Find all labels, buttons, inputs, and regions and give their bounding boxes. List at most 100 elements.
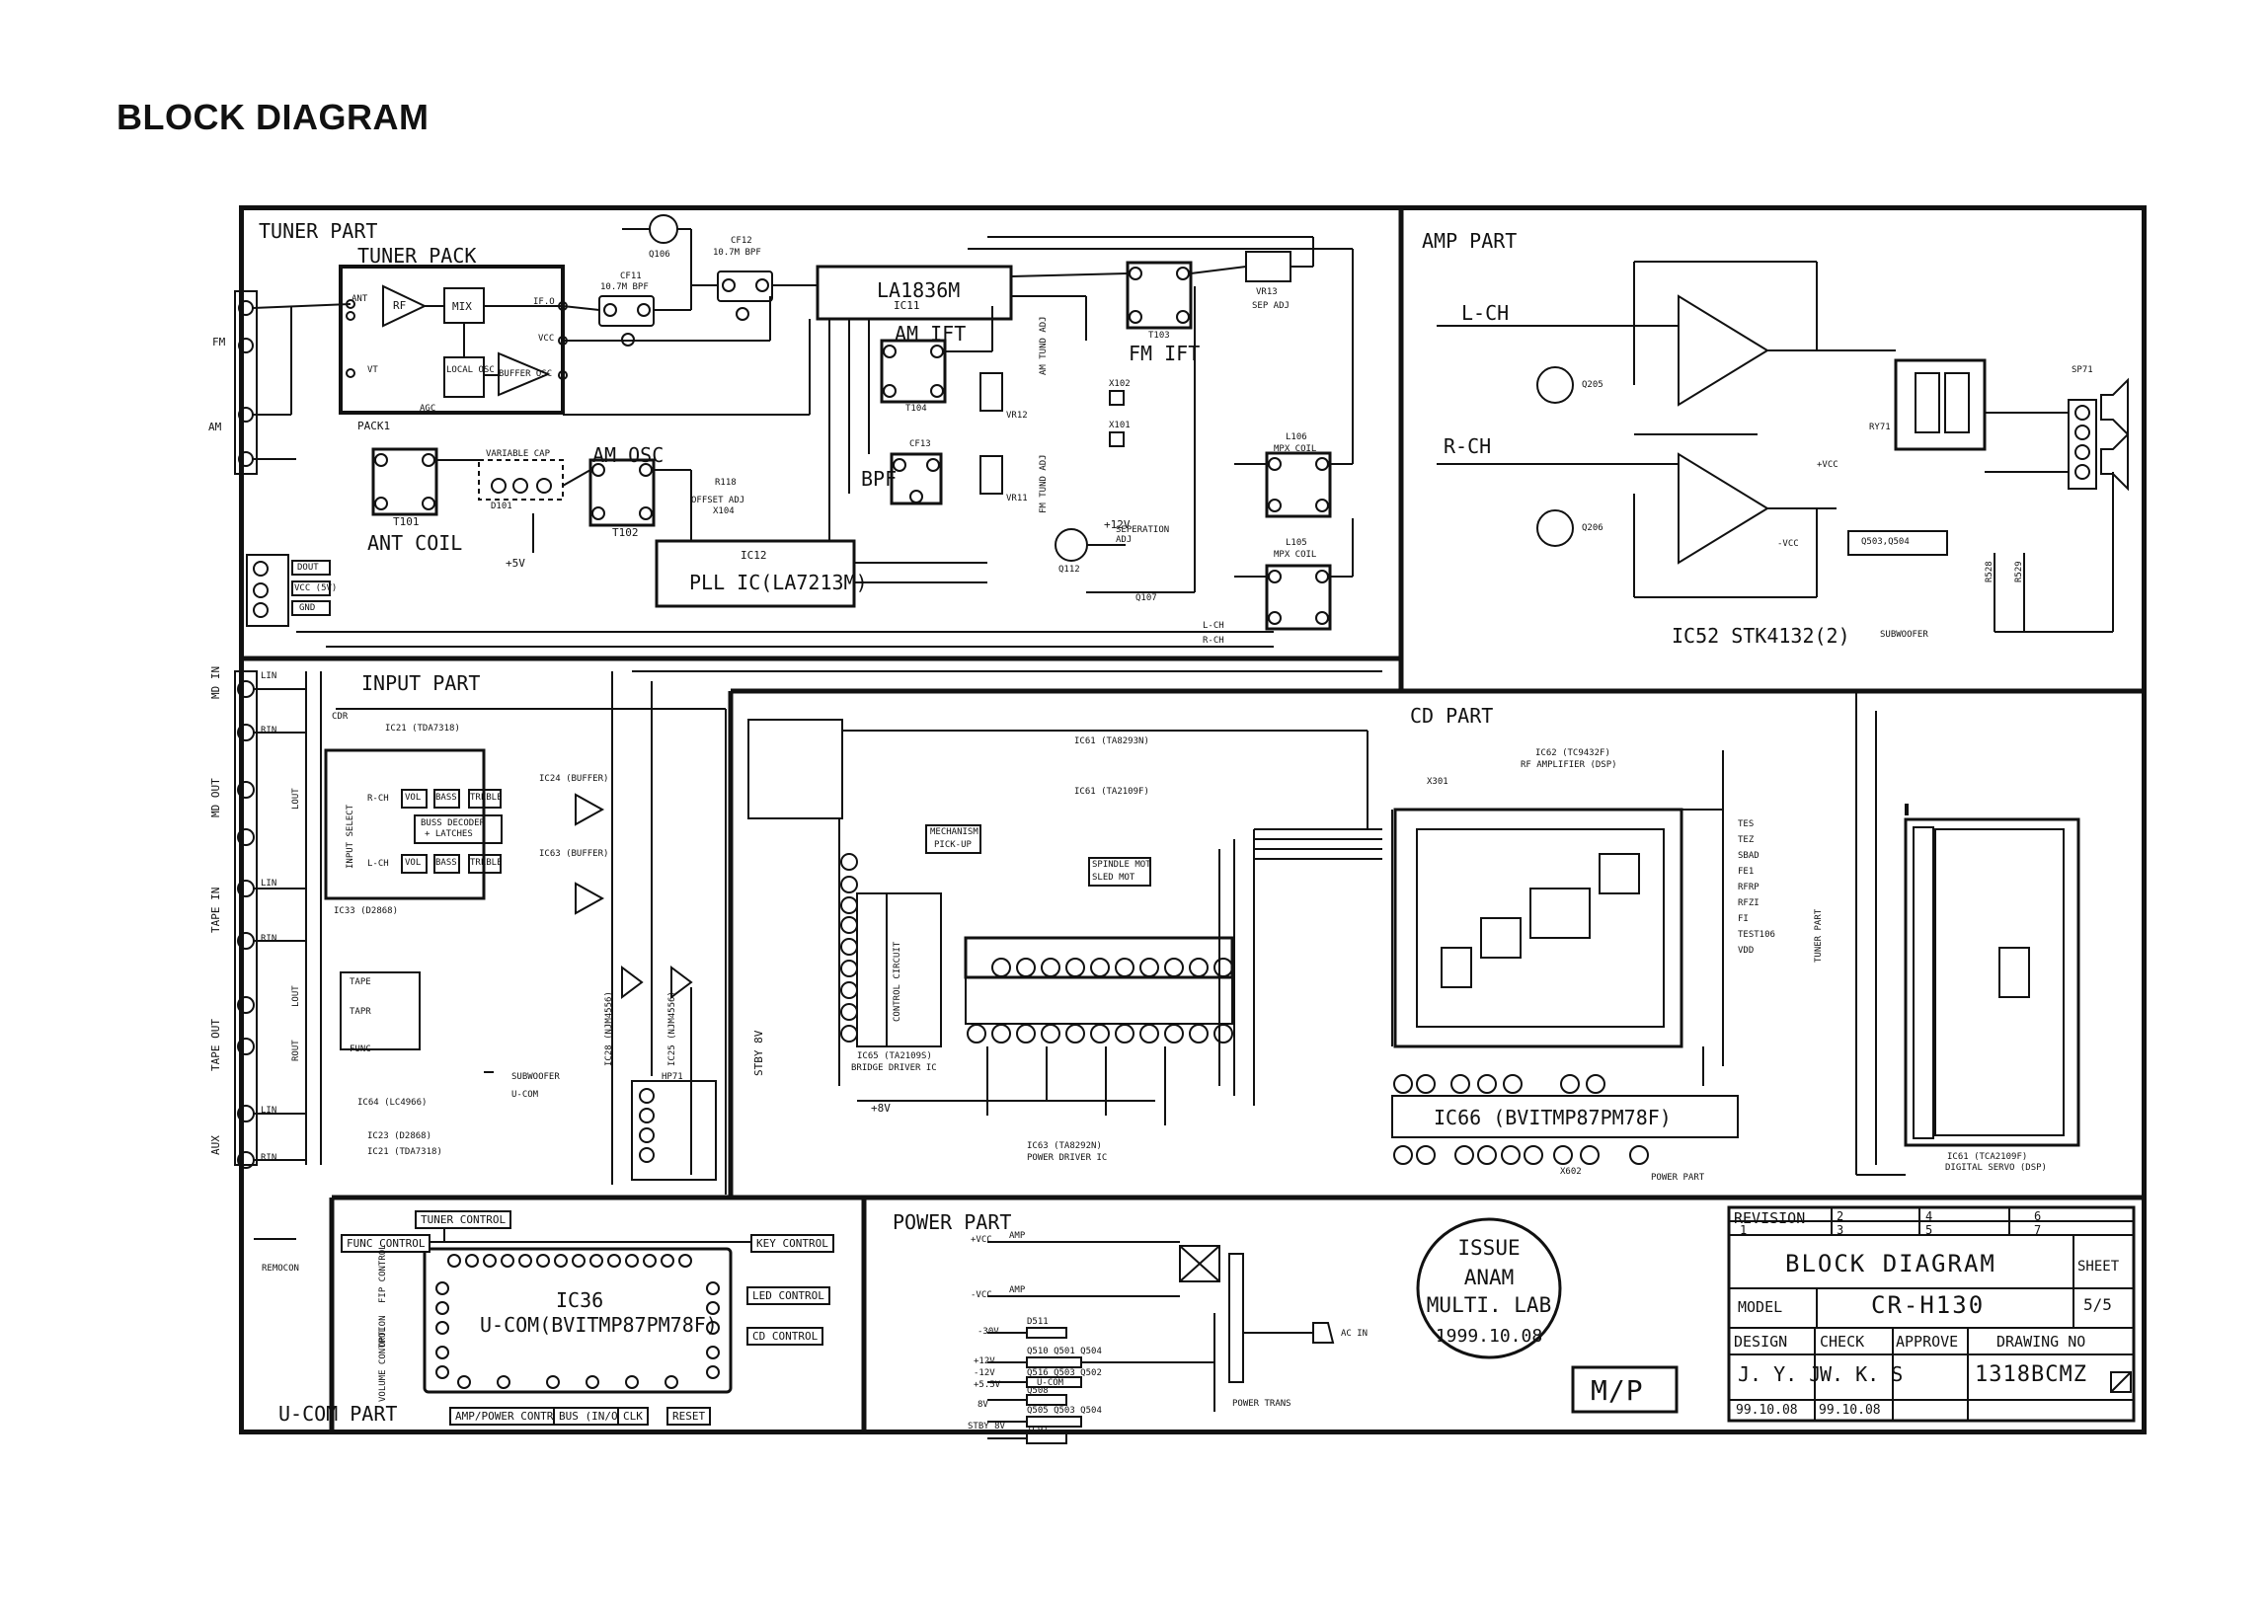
- ic36-name-label: U-COM(BVITMP87PM78F): [480, 1313, 718, 1337]
- am-ift-label: AM IFT: [895, 322, 967, 346]
- pll-ic-label: PLL IC(LA7213M): [689, 571, 868, 594]
- treble-r-label: TREBLE: [470, 793, 503, 803]
- t103-label: T103: [1148, 331, 1170, 341]
- ic21-tda7318-box: [324, 748, 486, 900]
- tape-out-label: TAPE OUT: [209, 1019, 222, 1071]
- power-minus-vcc: -VCC: [971, 1290, 992, 1300]
- stby8v-label: STBY 8V: [752, 1030, 765, 1076]
- tb-sheet-value: 5/5: [2083, 1295, 2112, 1314]
- aux-rin-label: RIN: [261, 1153, 277, 1163]
- bpf-label: BPF: [861, 467, 898, 491]
- ic65-pins: [840, 853, 858, 1043]
- spindle-mot-label: SPINDLE MOT: [1092, 860, 1151, 870]
- tuner-part-title: TUNER PART: [259, 219, 378, 243]
- cd-ic-list-1: IC61 (TA8293N): [1074, 736, 1149, 746]
- ry71-label: RY71: [1869, 423, 1891, 432]
- tb-revision-label: REVISION: [1734, 1209, 1806, 1227]
- variable-cap-box: [478, 459, 564, 501]
- tb-drawing-no-label: DRAWING NO: [1996, 1333, 2086, 1351]
- ant-label: ANT: [352, 294, 368, 304]
- tape-in-label: TAPE IN: [209, 887, 222, 933]
- tb-model-label: MODEL: [1738, 1298, 1783, 1316]
- fe-pin-fe1: FE1: [1738, 867, 1755, 877]
- q106-label: Q106: [649, 250, 670, 260]
- tb-checker: W. K. S: [1820, 1362, 1904, 1386]
- amp-l-triangle: [1678, 294, 1769, 407]
- title-block: [1727, 1205, 2136, 1423]
- treble-l-label: TREBLE: [470, 858, 503, 868]
- tb-approve-label: APPROVE: [1896, 1333, 1959, 1351]
- rf-amplifier-label: RF AMPLIFIER (DSP): [1521, 760, 1617, 770]
- power-ucom-label: U-COM: [1037, 1378, 1064, 1388]
- tb-rev-1: 1: [1740, 1223, 1748, 1237]
- x301-label: X301: [1427, 777, 1448, 787]
- stamp-company: ANAM: [1463, 1266, 1515, 1289]
- fe-pin-tez: TEZ: [1738, 835, 1755, 845]
- digital-servo-label: DIGITAL SERVO (DSP): [1945, 1163, 2047, 1173]
- tb-design-label: DESIGN: [1734, 1333, 1788, 1351]
- ic21b-label: IC21 (TDA7318): [367, 1147, 442, 1157]
- local-osc-label: LOCAL OSC: [446, 365, 495, 375]
- hp71-label: HP71: [662, 1072, 683, 1082]
- ic36-pins: [435, 1254, 720, 1389]
- tb-sheet-label: SHEET: [2077, 1259, 2120, 1275]
- ic66-box: [1391, 1095, 1739, 1138]
- power-rail-2: Q516 Q503 Q502: [1027, 1368, 1102, 1378]
- power-minus-12v: -12V: [974, 1368, 995, 1378]
- am-label: AM: [208, 421, 222, 433]
- bridge-rectifier: [1179, 1245, 1220, 1282]
- key-control-box: KEY CONTROL: [750, 1234, 834, 1253]
- func-label: FUNC: [350, 1044, 371, 1054]
- vol-r-box: [401, 789, 428, 809]
- amp-rch-label: R-CH: [1444, 434, 1492, 458]
- tb-design-date: 99.10.08: [1736, 1403, 1798, 1418]
- l105-name: MPX COIL: [1274, 550, 1317, 560]
- cdr-label: CDR: [332, 712, 349, 722]
- clk-box: CLK: [617, 1407, 649, 1426]
- am-ift-box: [880, 339, 947, 404]
- ic62-label: IC62 (TC9432F): [1535, 748, 1610, 758]
- tb-rev-3: 3: [1837, 1223, 1844, 1237]
- x104-label: X104: [713, 506, 735, 516]
- md-in-label: MD IN: [209, 665, 222, 699]
- amp-subwoofer-label: SUBWOOFER: [1880, 630, 1928, 640]
- plus8v-label: +8V: [871, 1102, 891, 1115]
- stamp-issue: ISSUE: [1457, 1236, 1521, 1260]
- t101-label: T101: [393, 515, 420, 528]
- vcc5v-label: VCC (5V): [294, 583, 338, 593]
- ucom-part-title: U-COM PART: [278, 1402, 398, 1426]
- ic25-label: IC25 (NJM4556): [667, 991, 677, 1066]
- cf11-label: CF11: [620, 271, 642, 281]
- transformer-core: [1228, 1253, 1244, 1383]
- am-tund-adj-label: AM TUND ADJ: [1039, 316, 1049, 375]
- power-trans-label: POWER TRANS: [1232, 1399, 1291, 1409]
- t102-label: T102: [612, 526, 639, 539]
- ic23-label: IC23 (D2868): [367, 1131, 432, 1141]
- cf11-box: [598, 295, 655, 327]
- vt-label: VT: [367, 365, 378, 375]
- fip-control-label: FIP CONTROL: [378, 1244, 388, 1303]
- buss-decoder-label: BUSS DECODER: [421, 818, 486, 828]
- r529-label: R529: [2014, 561, 2024, 582]
- power-plus-5v: +5.5V: [974, 1380, 1001, 1390]
- ic62-rf-amp-box: [1393, 808, 1683, 1048]
- l105-label: L105: [1286, 538, 1307, 548]
- vol-l-box: [401, 854, 428, 874]
- input-lch-label: L-CH: [367, 859, 389, 869]
- plus-vcc-label: +VCC: [1817, 460, 1838, 470]
- md-lin-label: LIN: [261, 671, 277, 681]
- ic66-label: IC66 (BVITMP87PM78F): [1434, 1106, 1672, 1129]
- ic63-cd-label: IC63 (TA8292N): [1027, 1141, 1102, 1151]
- amp-power-control-box: AMP/POWER CONTROL: [449, 1407, 573, 1426]
- control-circuit-label: CONTROL CIRCUIT: [893, 941, 902, 1022]
- cd-ic-list-2: IC61 (TA2109F): [1074, 787, 1149, 797]
- minus-vcc-label: -VCC: [1777, 539, 1799, 549]
- tape-rout-label: ROUT: [291, 1040, 301, 1061]
- sled-mot-label: SLED MOT: [1092, 873, 1135, 883]
- aux-label: AUX: [209, 1135, 222, 1155]
- am-osc-box: [588, 458, 656, 527]
- power-minus-30v: -30V: [978, 1327, 999, 1337]
- power-amp-label-2: AMP: [1009, 1285, 1026, 1295]
- seperation-adj-label: SEPERATION ADJ: [1116, 525, 1170, 545]
